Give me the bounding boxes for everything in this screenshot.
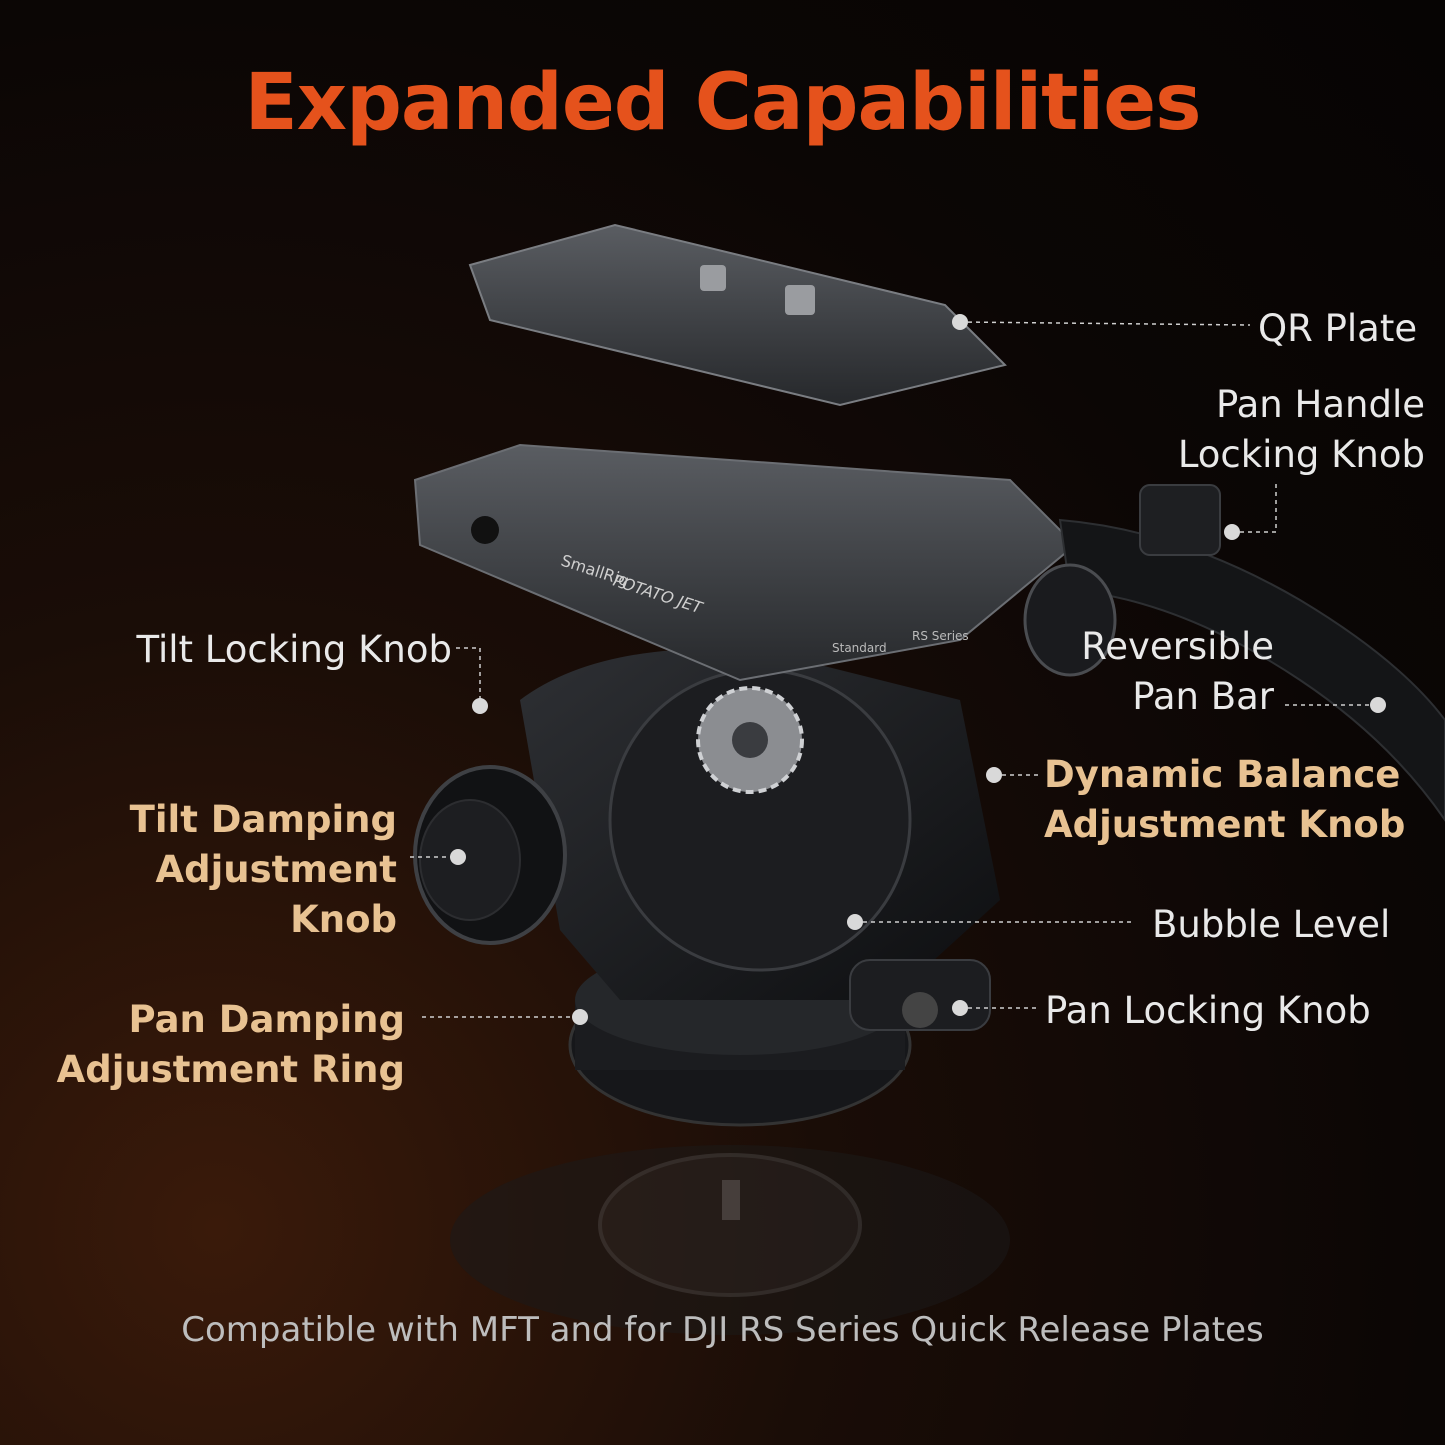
balance-gear-knob (696, 686, 804, 794)
callout-reversible-line2: Pan Bar (1132, 675, 1274, 718)
callout-pan-handle-line1: Pan Handle (1215, 383, 1425, 426)
callout-tilt-locking-knob: Tilt Locking Knob (137, 625, 452, 675)
rs-series-marking: RS Series (912, 629, 969, 643)
callout-tilt-damping-knob: Tilt Damping Adjustment Knob (130, 795, 397, 945)
tilt-locking-dot (472, 698, 488, 714)
callout-qr-plate: QR Plate (1258, 304, 1417, 354)
bubble-level-dot (847, 914, 863, 930)
tilt-damping-knob (413, 765, 567, 945)
callout-pan-locking-text: Pan Locking Knob (1045, 989, 1371, 1032)
callout-bubble-level-text: Bubble Level (1152, 903, 1391, 946)
callout-dynamic-line1: Dynamic Balance (1044, 753, 1401, 796)
pan-damping-dot (572, 1009, 588, 1025)
callout-pan-damping-line2: Adjustment Ring (56, 1048, 405, 1091)
qr-plate-dot (952, 314, 968, 330)
tripod-base (450, 1145, 1010, 1335)
callout-reversible-line1: Reversible (1081, 625, 1274, 668)
callout-tilt-locking-text: Tilt Locking Knob (136, 628, 452, 671)
tilt-damping-dot (450, 849, 466, 865)
callout-reversible-pan-bar: Reversible Pan Bar (1081, 622, 1274, 722)
pan-bar (1023, 484, 1445, 822)
page-title: Expanded Capabilities (244, 58, 1201, 148)
compatibility-footer: Compatible with MFT and for DJI RS Serie… (181, 1310, 1264, 1350)
pan-locking-dot (952, 1000, 968, 1016)
callout-pan-handle-line2: Locking Knob (1177, 433, 1425, 476)
reversible-pan-bar-dot (1370, 697, 1386, 713)
clamp-plate: SmallRig POTATO JET Standard RS Series (413, 443, 1077, 682)
qr-plate-leader (959, 321, 1251, 326)
callout-tilt-damping-line1: Tilt Damping (129, 798, 397, 841)
callout-tilt-damping-line3: Knob (290, 898, 397, 941)
callout-tilt-damping-line2: Adjustment (155, 848, 397, 891)
tilt-locking-leader (456, 647, 481, 706)
callout-pan-locking-knob: Pan Locking Knob (1045, 986, 1371, 1036)
head-body (520, 648, 1000, 1000)
callout-pan-damping-line1: Pan Damping (128, 998, 405, 1041)
dynamic-balance-dot (986, 767, 1002, 783)
callout-dynamic-balance-knob: Dynamic Balance Adjustment Knob (1044, 750, 1405, 850)
callout-bubble-level: Bubble Level (1152, 900, 1390, 950)
qr-plate (468, 223, 1007, 407)
callout-dynamic-line2: Adjustment Knob (1044, 803, 1406, 846)
callout-pan-handle-locking-knob: Pan Handle Locking Knob (1178, 380, 1425, 480)
callout-qr-plate-text: QR Plate (1258, 307, 1418, 350)
standard-marking: Standard (832, 641, 887, 655)
pan-handle-dot (1224, 524, 1240, 540)
callout-pan-damping-ring: Pan Damping Adjustment Ring (57, 995, 405, 1095)
pan-handle-leader (1232, 480, 1277, 533)
